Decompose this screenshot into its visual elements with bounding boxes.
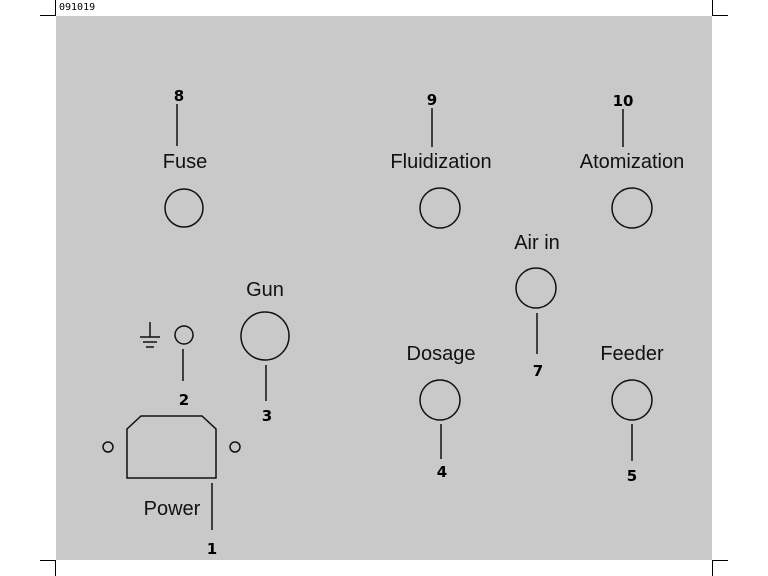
dosage-air-outlet[interactable] xyxy=(419,379,461,421)
dosage-number: 4 xyxy=(437,463,447,481)
fuse-label: Fuse xyxy=(163,151,207,173)
fuse-number: 8 xyxy=(174,87,184,105)
gun-label: Gun xyxy=(246,279,284,301)
crop-mark-top-left xyxy=(55,0,56,16)
feeder-label: Feeder xyxy=(600,343,664,365)
power-number: 1 xyxy=(207,540,217,558)
gun-number: 3 xyxy=(262,407,272,425)
document-code: 091019 xyxy=(59,2,96,13)
fluidization-label: Fluidization xyxy=(390,151,491,173)
atomization-air-outlet[interactable] xyxy=(611,187,653,229)
power-socket-screw-left xyxy=(102,441,114,453)
fluidization-air-outlet[interactable] xyxy=(419,187,461,229)
crop-mark-top-left-h xyxy=(40,15,56,16)
fuse-holder[interactable] xyxy=(164,188,204,228)
crop-mark-top-right-h xyxy=(712,15,728,16)
air-in-label: Air in xyxy=(514,232,560,254)
ground-terminal[interactable] xyxy=(174,325,194,345)
power-socket[interactable] xyxy=(126,415,217,479)
gun-socket[interactable] xyxy=(240,311,290,361)
crop-mark-top-right xyxy=(712,0,713,16)
power-socket-screw-right xyxy=(229,441,241,453)
dosage-label: Dosage xyxy=(407,343,476,365)
ground-symbol-icon xyxy=(140,322,160,348)
feeder-number: 5 xyxy=(627,467,637,485)
atomization-label: Atomization xyxy=(580,151,685,173)
feeder-air-outlet[interactable] xyxy=(611,379,653,421)
ground-number: 2 xyxy=(179,391,189,409)
air-in-number: 7 xyxy=(533,362,543,380)
power-label: Power xyxy=(144,498,201,520)
panel-background xyxy=(56,16,712,560)
fluidization-number: 9 xyxy=(427,91,437,109)
crop-mark-bottom-left xyxy=(55,560,56,576)
atomization-number: 10 xyxy=(613,92,634,110)
air-in-port[interactable] xyxy=(515,267,557,309)
crop-mark-bottom-right xyxy=(712,560,713,576)
crop-mark-bottom-right-h xyxy=(712,560,728,561)
crop-mark-bottom-left-h xyxy=(40,560,56,561)
